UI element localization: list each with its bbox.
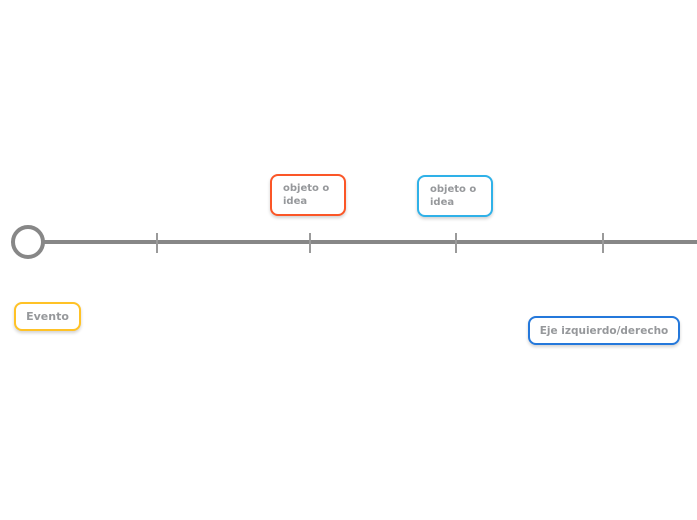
timeline-tick [156,233,158,253]
node-objeto-idea-right[interactable]: objeto o idea [417,175,493,217]
node-objeto-idea-left-label: objeto o idea [283,183,330,207]
node-objeto-idea-left[interactable]: objeto o idea [270,174,346,216]
timeline-origin-circle[interactable] [11,225,45,259]
timeline-tick [309,233,311,253]
timeline-axis-line [43,240,697,244]
node-eje-izquierdo-derecho[interactable]: Eje izquierdo/derecho [528,316,680,345]
node-evento-label: Evento [26,310,69,323]
node-objeto-idea-right-label: objeto o idea [430,184,477,208]
node-eje-izquierdo-derecho-label: Eje izquierdo/derecho [539,324,669,337]
node-evento[interactable]: Evento [14,302,81,331]
timeline-tick [602,233,604,253]
timeline-tick [455,233,457,253]
